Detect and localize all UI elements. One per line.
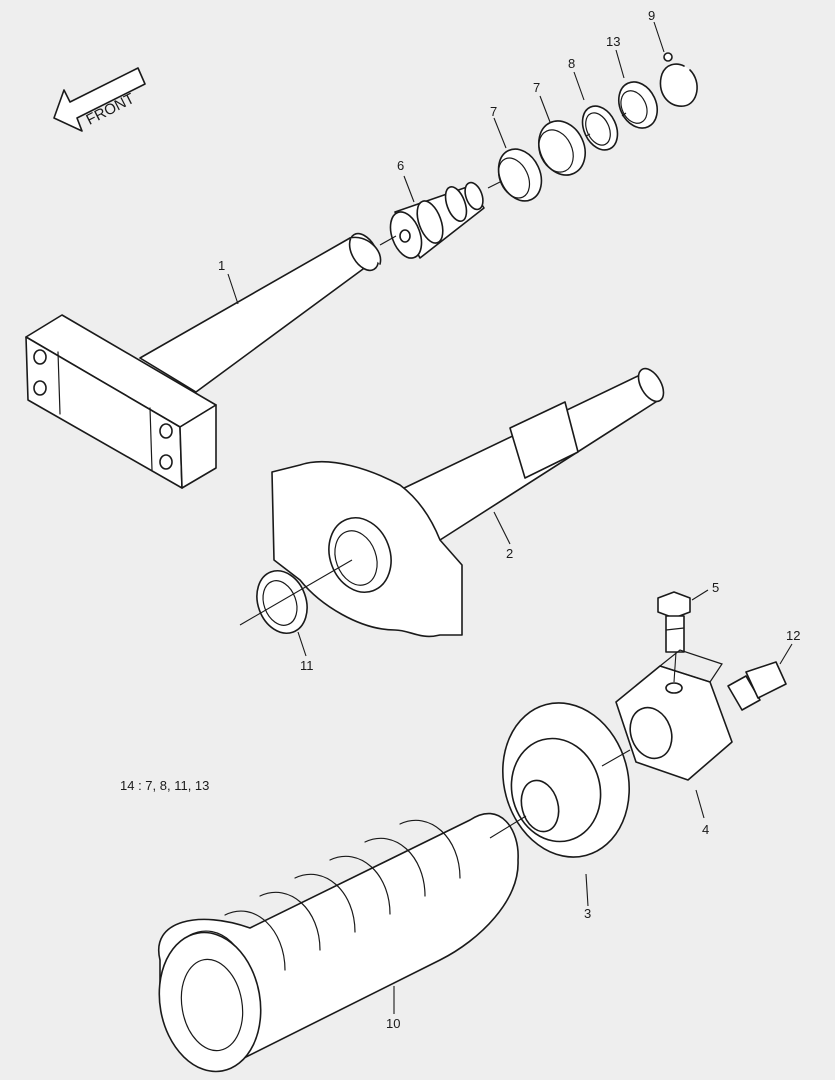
hex-nut-4-part [615,649,733,781]
callout-3: 3 [584,906,591,921]
callout-9: 9 [648,8,655,23]
callout-12: 12 [786,628,800,643]
ring-7b-part [538,120,586,176]
callout-11: 11 [300,658,314,673]
callout-7a: 7 [490,104,497,119]
callout-7b: 7 [533,80,540,95]
spring-seat-3-part [502,702,630,858]
kit-note: 14 : 7, 8, 11, 13 [120,778,210,793]
piston-part [389,181,485,259]
leader-lines [227,21,793,1014]
callout-4: 4 [702,822,709,837]
callout-13: 13 [606,34,620,49]
snap-ring-9-part [659,52,698,107]
callout-5: 5 [712,580,719,595]
bolt-5-part [657,591,691,653]
callout-2: 2 [506,546,513,561]
ring-8-part [581,105,619,151]
seal-11-part [256,570,308,634]
callout-6: 6 [397,158,404,173]
ring-7a-part [497,148,543,202]
coil-spring-10-part [157,812,519,1073]
callout-10: 10 [386,1016,400,1031]
washer-13-part [617,81,659,129]
callout-1: 1 [218,258,225,273]
callout-8: 8 [568,56,575,71]
yoke-shaft-part [25,232,382,489]
front-arrow-icon: FRONT [53,67,146,132]
grease-fitting-12-part [727,661,787,711]
flanged-shaft-part [271,367,665,638]
